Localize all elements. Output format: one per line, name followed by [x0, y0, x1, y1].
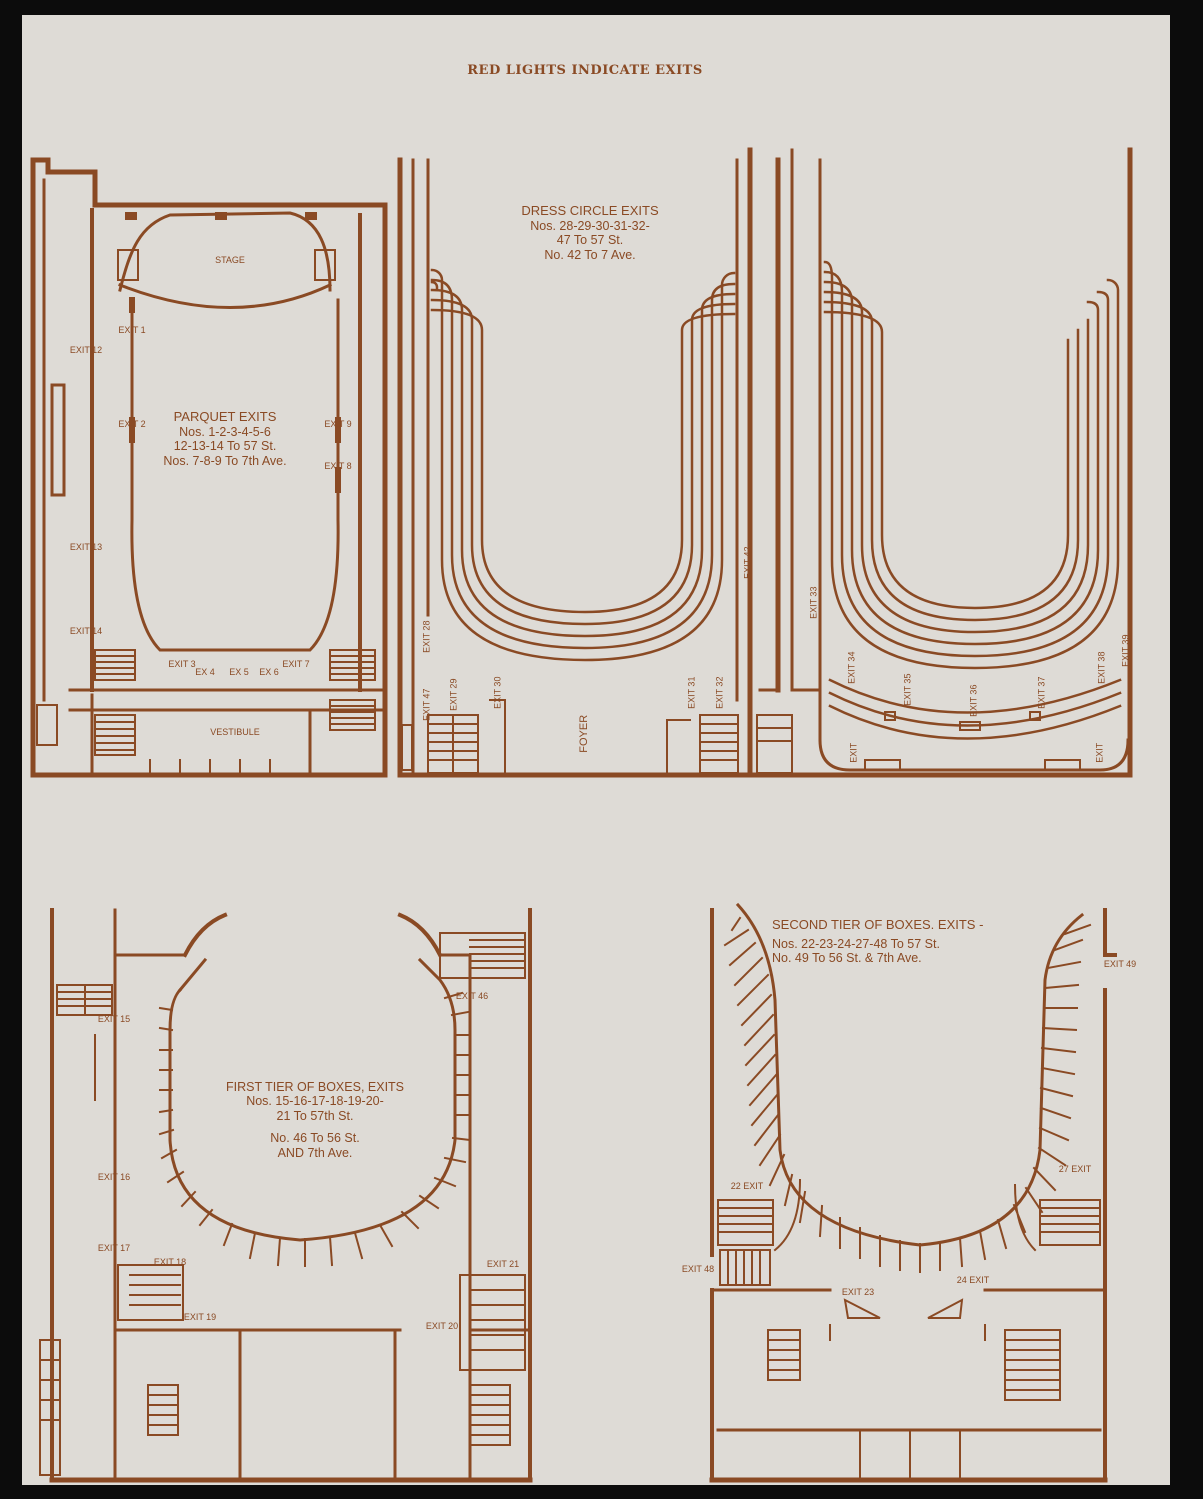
vestibule-label: VESTIBULE — [210, 727, 260, 737]
exit-30-label: EXIT 30 — [492, 676, 503, 709]
exit-34-label: EXIT 34 — [846, 651, 857, 684]
first-tier-plan — [39, 908, 533, 1483]
exit-6-label: EX 6 — [259, 667, 279, 677]
dress-circle-plan — [397, 147, 753, 778]
second-tier-exit-legend: SECOND TIER OF BOXES. EXITS - Nos. 22-23… — [772, 917, 1052, 966]
exit-47-label: EXIT 47 — [421, 688, 432, 721]
exit-4-label: EX 4 — [195, 667, 215, 677]
exit-1-label: EXIT 1 — [118, 325, 146, 335]
second-tier-line-1: SECOND TIER OF BOXES. EXITS - — [772, 917, 984, 932]
exit-14-label: EXIT 14 — [69, 626, 103, 636]
exit-22-label: 22 EXIT — [730, 1181, 764, 1191]
first-tier-line-1: FIRST TIER OF BOXES, EXITS — [225, 1080, 405, 1094]
exit-21-label: EXIT 21 — [486, 1259, 520, 1269]
exit-3-label: EXIT 3 — [168, 659, 196, 669]
exit-12-label: EXIT 12 — [69, 345, 103, 355]
first-tier-line-2: Nos. 15-16-17-18-19-20- — [246, 1094, 384, 1109]
exit-9-label: EXIT 9 — [324, 419, 352, 429]
parquet-plan — [30, 157, 388, 778]
exit-38-label: EXIT 38 — [1096, 651, 1107, 684]
exit-29-label: EXIT 29 — [448, 678, 459, 711]
dress-circle-line-4: No. 42 To 7 Ave. — [544, 247, 636, 262]
exit-28-label: EXIT 28 — [421, 620, 432, 653]
balcony-plan — [752, 147, 1133, 778]
first-tier-line-4: No. 46 To 56 St. — [270, 1131, 360, 1146]
exit-unnumbered-right-label: EXIT — [1094, 742, 1105, 763]
parquet-title: PARQUET EXITS — [173, 409, 277, 424]
exit-48-label: EXIT 48 — [681, 1264, 715, 1274]
dress-circle-line-3: 47 To 57 St. — [556, 233, 624, 248]
exit-35-label: EXIT 35 — [902, 673, 913, 706]
first-tier-exit-legend: FIRST TIER OF BOXES, EXITS Nos. 15-16-17… — [220, 1080, 410, 1160]
stage-label: STAGE — [215, 255, 245, 265]
dress-circle-line-2: Nos. 28-29-30-31-32- — [530, 218, 650, 233]
second-tier-line-2: Nos. 22-23-24-27-48 To 57 St. — [772, 936, 940, 951]
parquet-line-1: Nos. 1-2-3-4-5-6 — [179, 424, 271, 439]
program-page — [22, 15, 1170, 1485]
exit-2-label: EXIT 2 — [118, 419, 146, 429]
dress-circle-exit-legend: DRESS CIRCLE EXITS Nos. 28-29-30-31-32- … — [500, 203, 680, 262]
second-tier-plan — [709, 902, 1117, 1483]
exit-20-label: EXIT 20 — [425, 1321, 459, 1331]
exit-32-label: EXIT 32 — [714, 676, 725, 709]
parquet-line-2: 12-13-14 To 57 St. — [173, 439, 277, 454]
foyer-label: FOYER — [578, 714, 591, 753]
exit-33-label: EXIT 33 — [808, 586, 819, 619]
exit-15-label: EXIT 15 — [97, 1014, 131, 1024]
exit-42-label: EXIT 42 — [742, 546, 753, 579]
exit-5-label: EX 5 — [229, 667, 249, 677]
exit-unnumbered-left-label: EXIT — [848, 742, 859, 763]
exit-8-label: EXIT 8 — [324, 461, 352, 471]
exit-31-label: EXIT 31 — [686, 676, 697, 709]
exit-17-label: EXIT 17 — [97, 1243, 131, 1253]
exit-7-label: EXIT 7 — [282, 659, 310, 669]
exit-46-label: EXIT 46 — [455, 991, 489, 1001]
exit-16-label: EXIT 16 — [97, 1172, 131, 1182]
exit-23-label: EXIT 23 — [841, 1287, 875, 1297]
dress-circle-line-1: DRESS CIRCLE EXITS — [521, 203, 659, 218]
exit-37-label: EXIT 37 — [1036, 676, 1047, 709]
parquet-exit-legend: PARQUET EXITS Nos. 1-2-3-4-5-6 12-13-14 … — [140, 409, 310, 468]
parquet-line-3: Nos. 7-8-9 To 7th Ave. — [163, 453, 287, 468]
exit-24-label: 24 EXIT — [956, 1275, 990, 1285]
exit-36-label: EXIT 36 — [968, 684, 979, 717]
first-tier-line-3: 21 To 57th St. — [276, 1108, 354, 1123]
exit-13-label: EXIT 13 — [69, 542, 103, 552]
exit-39-label: EXIT 39 — [1120, 634, 1131, 667]
exit-18-label: EXIT 18 — [153, 1257, 187, 1267]
exit-27-label: 27 EXIT — [1058, 1164, 1092, 1174]
exit-19-label: EXIT 19 — [183, 1312, 217, 1322]
page-heading: RED LIGHTS INDICATE EXITS — [467, 63, 703, 78]
exit-49-label: EXIT 49 — [1103, 959, 1137, 969]
second-tier-line-3: No. 49 To 56 St. & 7th Ave. — [772, 951, 922, 966]
first-tier-line-5: AND 7th Ave. — [277, 1145, 353, 1160]
